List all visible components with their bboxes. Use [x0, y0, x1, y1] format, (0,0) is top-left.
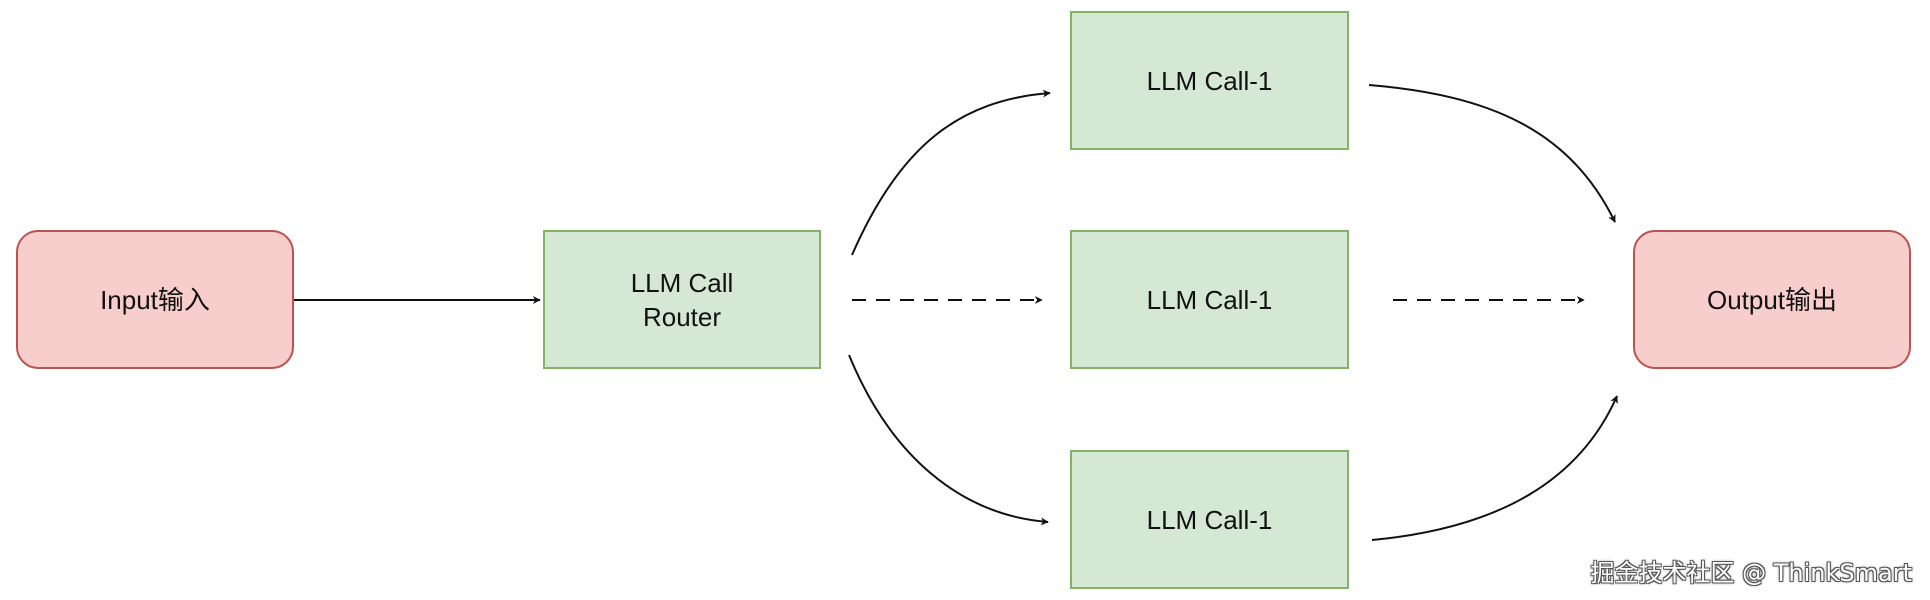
llm-call-top-label: LLM Call-1: [1146, 65, 1273, 96]
edge-router-to-call-bottom: [848, 354, 1049, 526]
input-node[interactable]: Input输入: [16, 230, 294, 369]
llm-call-bottom-node[interactable]: LLM Call-1: [1070, 450, 1349, 589]
source-watermark: 掘金技术社区 @ ThinkSmart: [1590, 559, 1912, 587]
llm-call-middle-label: LLM Call-1: [1146, 284, 1273, 315]
llm-call-router-node[interactable]: LLM Call Router: [543, 230, 821, 369]
input-node-label: Input输入: [100, 284, 210, 315]
edge-call-bottom-to-output: [1371, 395, 1618, 541]
llm-call-middle-node[interactable]: LLM Call-1: [1070, 230, 1349, 369]
router-node-label: LLM Call Router: [630, 267, 734, 332]
output-node[interactable]: Output输出: [1633, 230, 1911, 369]
llm-call-top-node[interactable]: LLM Call-1: [1070, 11, 1349, 150]
llm-call-bottom-label: LLM Call-1: [1146, 504, 1273, 535]
edge-router-to-call-top: [851, 89, 1051, 256]
edge-call-top-to-output: [1368, 84, 1616, 223]
output-node-label: Output输出: [1706, 284, 1838, 315]
